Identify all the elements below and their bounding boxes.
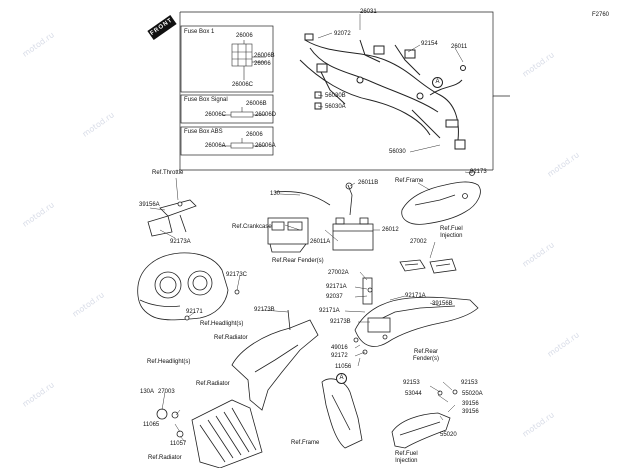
part-number: 26012 — [382, 227, 399, 233]
part-number: 26006 — [254, 61, 271, 67]
ref-label: Ref.Crankcase — [232, 224, 272, 230]
part-number: 92173 — [470, 169, 487, 175]
throttle-part — [147, 199, 197, 237]
ecu-bracket — [391, 389, 458, 449]
part-number: 26006B — [254, 53, 275, 59]
part-number: 26006C — [232, 82, 254, 88]
fuel-injection-parts — [399, 258, 457, 274]
part-number: 27002A — [328, 270, 349, 276]
part-number: 53044 — [405, 391, 422, 397]
ref-label: Ref.Radiator — [214, 335, 248, 341]
part-number: 11057 — [170, 441, 187, 447]
part-number: 26031 — [360, 9, 377, 15]
part-number: 92173A — [170, 239, 191, 245]
part-number: 55020 — [440, 432, 457, 438]
harness-frame — [179, 11, 510, 171]
battery-area — [267, 182, 374, 253]
part-number: 92072 — [334, 31, 351, 37]
figure-code: F2760 — [592, 12, 610, 18]
part-number: 49016 — [331, 345, 348, 351]
ref-label: Ref.Rear Fender(s) — [272, 258, 324, 264]
part-number: 26006C — [205, 112, 227, 118]
ref-label: Ref.Fuel Injection — [395, 451, 418, 464]
ref-label: Ref.Headlight(s) — [200, 321, 244, 327]
part-number: 92171A — [326, 284, 347, 290]
fuse-box-signal-title: Fuse Box Signal — [184, 97, 228, 103]
part-number: 27003 — [158, 389, 175, 395]
part-number: 56030B — [325, 93, 346, 99]
part-number: 92154 — [421, 41, 438, 47]
part-number: 56030 — [389, 149, 406, 155]
part-number: 92172 — [331, 353, 348, 359]
part-number: 92171A — [405, 293, 426, 299]
headlight-assembly — [137, 252, 240, 321]
fuse-box-1-drawing — [231, 40, 266, 80]
ref-label: Ref.Headlight(s) — [147, 359, 191, 365]
rear-fender-assembly — [353, 277, 479, 355]
part-number: 130A — [140, 389, 155, 395]
part-number: 39156 — [462, 401, 479, 407]
part-number: 92153 — [461, 380, 478, 386]
part-number: 26006 — [236, 33, 253, 39]
part-number: 92037 — [326, 294, 343, 300]
fuse-box-signal-drawing — [222, 107, 266, 118]
part-number: 92153 — [403, 380, 420, 386]
ref-label: Ref.Frame — [291, 440, 320, 446]
leader-lines-top — [317, 14, 464, 153]
ref-label: Ref.Frame — [395, 178, 424, 184]
ref-label: Ref.Throttle — [152, 170, 184, 176]
marker-a: A — [432, 77, 443, 88]
part-number: 39156A — [139, 202, 160, 208]
frame-part-lower — [321, 378, 363, 449]
ref-label: Ref.Rear Fender(s) — [413, 349, 440, 362]
part-number: 26006B — [246, 101, 267, 107]
part-number: 26006 — [246, 132, 263, 138]
part-number: 27002 — [410, 239, 427, 245]
ref-label: Ref.Radiator — [148, 455, 182, 461]
part-number: 11065 — [143, 422, 160, 428]
cowl-bracket — [231, 309, 319, 411]
part-number: 39156 — [462, 409, 479, 415]
part-number: 26011A — [310, 239, 331, 245]
fuse-box-abs-drawing — [222, 138, 266, 149]
part-number: 92171A — [319, 308, 340, 314]
part-number: 92173B — [330, 319, 351, 325]
frame-part-top — [401, 170, 481, 225]
part-number: 92173C — [226, 272, 248, 278]
radiator — [156, 399, 263, 468]
marker-a: A — [336, 373, 347, 384]
ref-label: Ref.Fuel Injection — [440, 226, 463, 239]
part-number: 55020A — [462, 391, 483, 397]
leader-lines — [149, 171, 473, 443]
part-number: 26006D — [255, 112, 277, 118]
wiring-harness — [299, 33, 466, 150]
fuse-box-abs-title: Fuse Box ABS — [184, 129, 223, 135]
part-number: 56030A — [325, 104, 346, 110]
fuse-box-1-title: Fuse Box 1 — [184, 29, 215, 35]
part-number: 26011 — [451, 44, 468, 50]
part-number: 11056 — [335, 364, 352, 370]
part-number: 92171 — [186, 309, 203, 315]
part-number: 39156B — [432, 301, 453, 307]
part-number: 26006A — [255, 143, 276, 149]
part-number: 26011B — [358, 180, 379, 186]
part-number: 92173B — [254, 307, 275, 313]
ref-label: Ref.Radiator — [196, 381, 230, 387]
part-number: 130 — [270, 191, 281, 197]
part-number: 26006A — [205, 143, 226, 149]
